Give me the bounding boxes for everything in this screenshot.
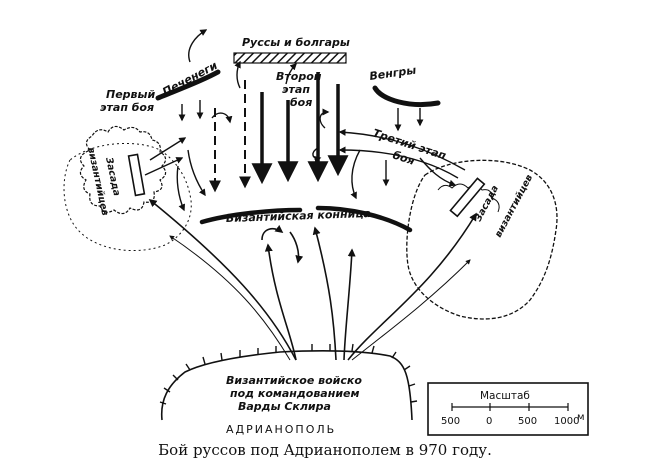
label-second-stage-3: боя [290,96,312,109]
scale-unit: м [577,412,585,423]
label-byz-army-3: Варды Склира [238,400,331,413]
label-rus-bulgars: Руссы и болгары [242,36,350,49]
pechenegs-bar [155,69,221,101]
pecheneg-arrows [178,29,297,122]
ambush-right-bar [449,177,486,218]
second-stage-arrows [209,72,349,193]
label-byz-army-1: Византийское войско [226,374,362,387]
scale-tick-4: 1000 [554,416,579,427]
label-pechenegs: Печенеги [160,59,220,99]
city-wall-ticks [159,343,418,405]
byz-cavalry-left-bar [199,207,303,225]
forest-left [79,125,167,215]
byzantine-advance-arrows [148,198,477,361]
third-stage-arrows [312,108,466,200]
label-byz-cavalry: Византийская конница [226,207,371,225]
ambush-left-bar [127,153,146,197]
scale-box: Масштаб 500 0 500 1000 м [427,382,589,436]
forest-left-outline [63,142,192,252]
byz-cavalry-right-bar [315,205,413,233]
hungarians-bar [372,85,441,108]
rus-bulgars-bar [233,52,347,64]
label-first-stage-1: Первый [106,88,155,101]
scale-title: Масштаб [480,390,530,402]
label-second-stage-1: Второй [276,70,322,83]
label-second-stage-2: этап [282,83,310,96]
scale-tick-1: 500 [441,416,460,427]
label-ambush-left-2: византийцев [85,146,110,216]
label-hungarians: Венгры [369,64,417,83]
label-first-stage-2: этап боя [100,101,154,114]
forest-right [406,159,558,320]
map-caption: Бой руссов под Адрианополем в 970 году. [158,441,492,459]
scale-tick-3: 500 [518,416,537,427]
label-city: АДРИАНОПОЛЬ [226,423,336,436]
label-byz-army-2: под командованием [230,387,360,400]
scale-tick-2: 0 [486,416,492,427]
first-stage-arrows [144,112,233,212]
